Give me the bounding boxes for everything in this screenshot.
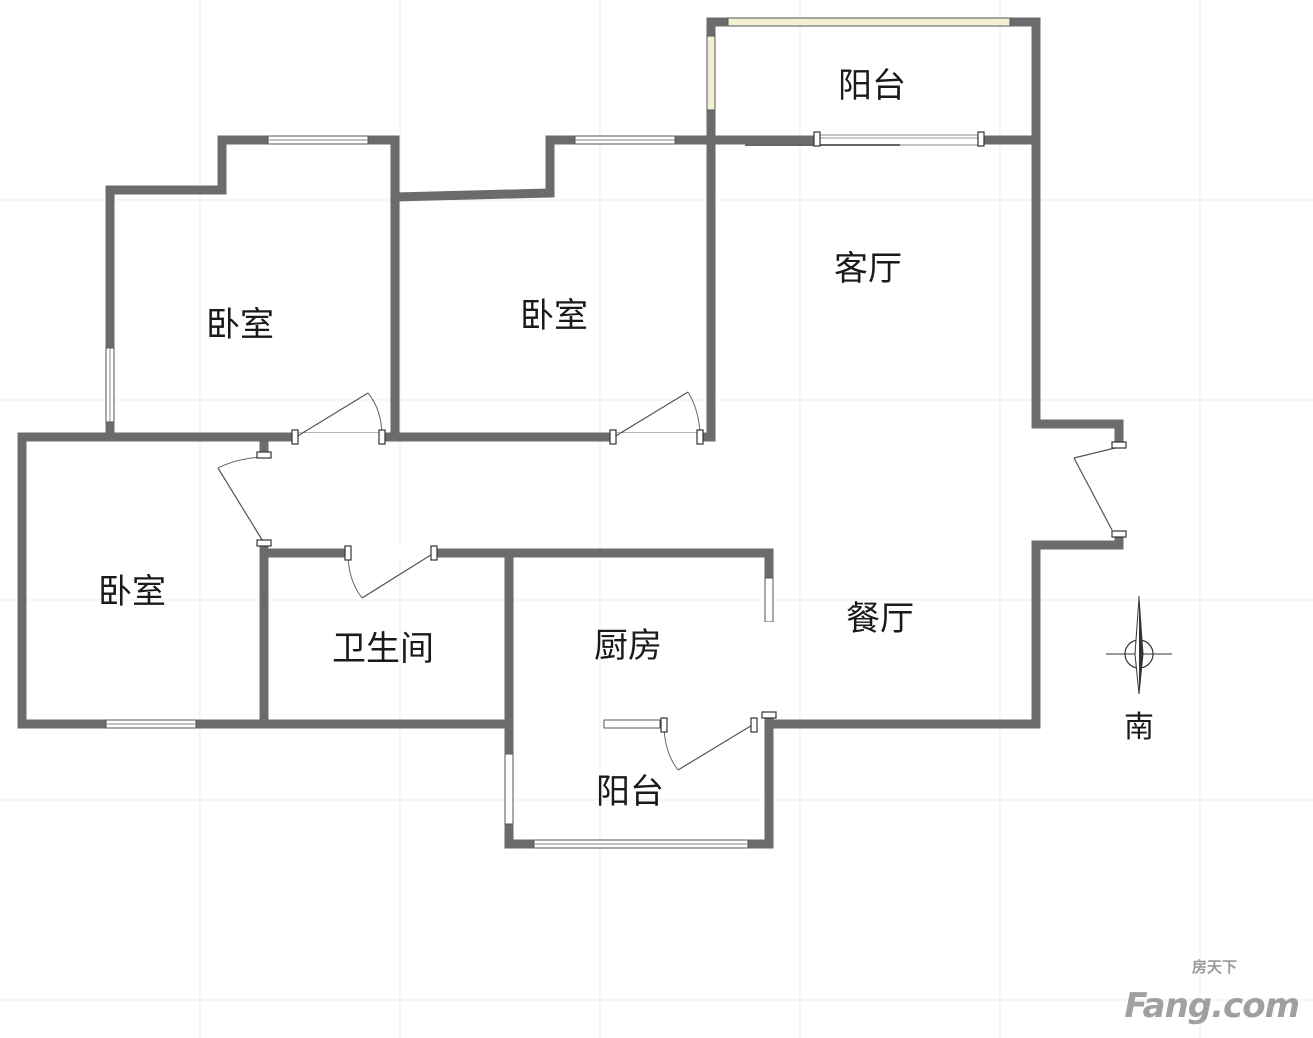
compass-label: 南 — [1124, 710, 1154, 745]
windows — [105, 17, 1011, 849]
label-dining-room: 餐厅 — [846, 599, 914, 639]
label-balcony-north: 阳台 — [838, 66, 906, 106]
label-bedroom-3: 卧室 — [98, 572, 166, 612]
sliding-door-living-balcony — [745, 131, 985, 147]
compass-icon: 南 — [1106, 596, 1172, 745]
door-bedroom3 — [217, 451, 272, 547]
door-bedroom2 — [609, 391, 704, 445]
window-balcony-left — [706, 35, 716, 111]
window-kitchen-side — [764, 577, 774, 623]
label-bedroom-1: 卧室 — [206, 305, 274, 345]
label-living-room: 客厅 — [834, 249, 902, 289]
window-balcony-top — [727, 17, 1011, 27]
door-bedroom1 — [291, 392, 386, 445]
window-balcony-south-left — [504, 753, 514, 825]
window-kitchen-bottom — [603, 719, 661, 729]
watermark-cn: 房天下 — [1191, 958, 1237, 976]
door-kitchen — [761, 622, 777, 719]
label-balcony-south: 阳台 — [596, 772, 664, 812]
label-bathroom: 卫生间 — [332, 629, 434, 669]
watermark-logo: 房天下 Fang.com — [1104, 956, 1300, 1026]
doors — [217, 391, 1127, 771]
watermark-en: Fang.com — [1124, 986, 1300, 1026]
door-bathroom — [344, 545, 438, 599]
room-labels: 阳台 客厅 卧室 卧室 卧室 卫生间 厨房 餐厅 阳台 — [98, 66, 914, 812]
label-bedroom-2: 卧室 — [520, 296, 588, 336]
door-balcony-south — [660, 717, 758, 771]
door-entrance — [1073, 441, 1127, 538]
label-kitchen: 厨房 — [594, 626, 662, 666]
